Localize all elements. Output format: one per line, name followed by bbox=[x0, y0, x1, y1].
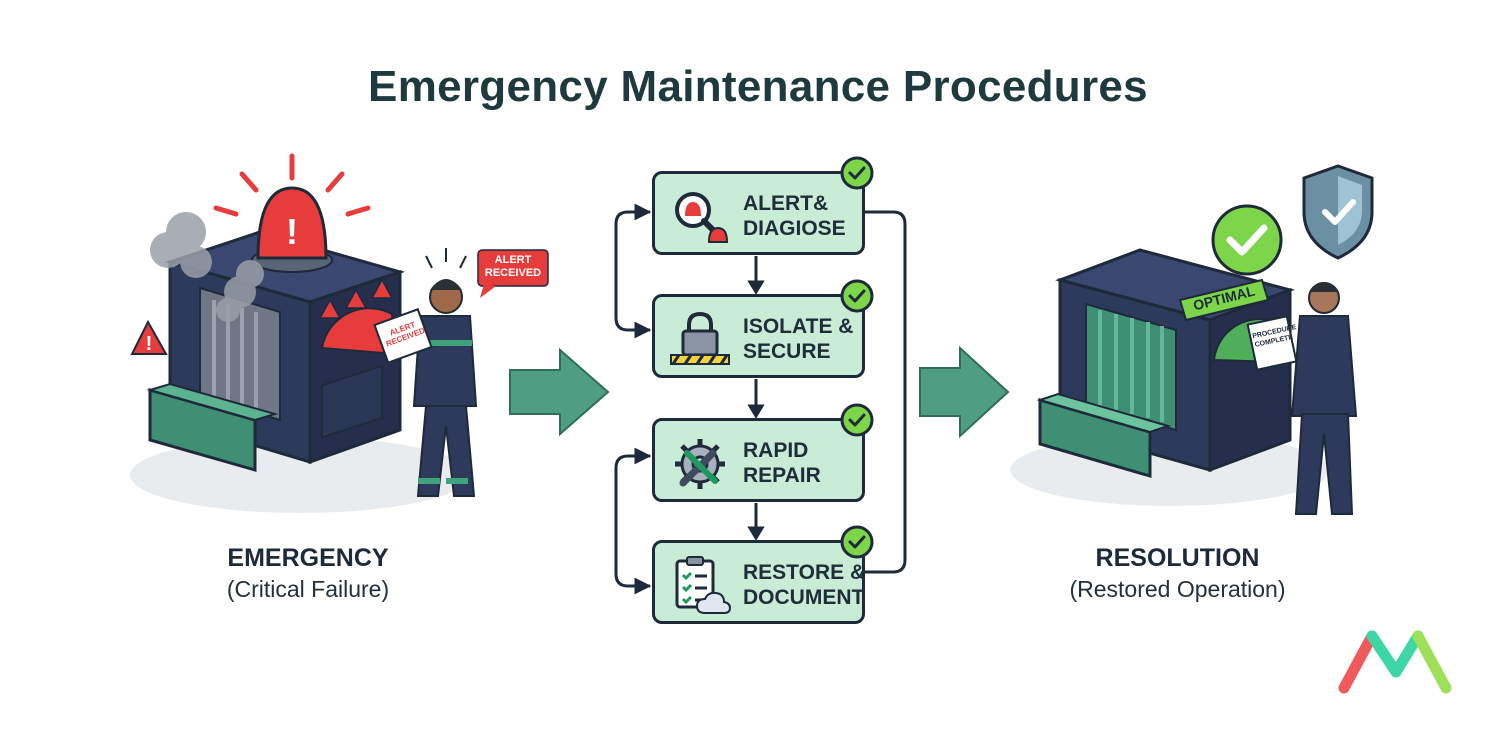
flow-arrow-left bbox=[509, 347, 610, 437]
step-label: ISOLATE & SECURE bbox=[743, 315, 854, 363]
alert-speech-bubble bbox=[477, 249, 549, 298]
check-icon bbox=[840, 403, 874, 437]
technician-left bbox=[373, 248, 478, 497]
svg-text:!: ! bbox=[286, 211, 298, 252]
step-alert-diagnose: ALERT& DIAGIOSE bbox=[652, 156, 874, 255]
technician-right bbox=[1246, 282, 1358, 515]
restored-machine bbox=[1010, 164, 1374, 506]
step-connectors bbox=[614, 203, 907, 595]
page-title: Emergency Maintenance Procedures bbox=[368, 62, 1148, 111]
check-icon bbox=[840, 279, 874, 313]
emergency-heading: EMERGENCY bbox=[227, 544, 389, 572]
svg-text:!: ! bbox=[146, 333, 153, 355]
step-label: RESTORE & DOCUMENT bbox=[743, 561, 866, 609]
step-rapid-repair: RAPID REPAIR bbox=[652, 403, 874, 502]
padlock-barrier-icon bbox=[670, 311, 730, 365]
step-label: RAPID REPAIR bbox=[743, 439, 821, 487]
resolution-heading: RESOLUTION bbox=[1095, 544, 1260, 572]
brand-logo bbox=[1338, 630, 1452, 694]
gear-wrench-icon bbox=[675, 439, 725, 489]
step-label: ALERT& DIAGIOSE bbox=[743, 192, 846, 240]
step-isolate-secure: ISOLATE & SECURE bbox=[652, 279, 874, 378]
check-icon bbox=[840, 525, 874, 559]
magnifier-siren-icon bbox=[675, 192, 729, 243]
failing-machine: ! ! bbox=[130, 153, 470, 513]
resolution-caption: RESOLUTION (Restored Operation) bbox=[1025, 543, 1330, 605]
emergency-subheading: (Critical Failure) bbox=[226, 576, 390, 602]
alert-bubble-text: ALERT RECEIVED bbox=[484, 254, 542, 279]
resolution-subheading: (Restored Operation) bbox=[1069, 576, 1286, 602]
clipboard-cloud-icon bbox=[675, 556, 731, 614]
step-restore-document: RESTORE & DOCUMENT bbox=[652, 525, 874, 624]
flow-arrow-right bbox=[919, 345, 1010, 439]
emergency-caption: EMERGENCY (Critical Failure) bbox=[158, 543, 458, 605]
check-icon bbox=[840, 156, 874, 190]
